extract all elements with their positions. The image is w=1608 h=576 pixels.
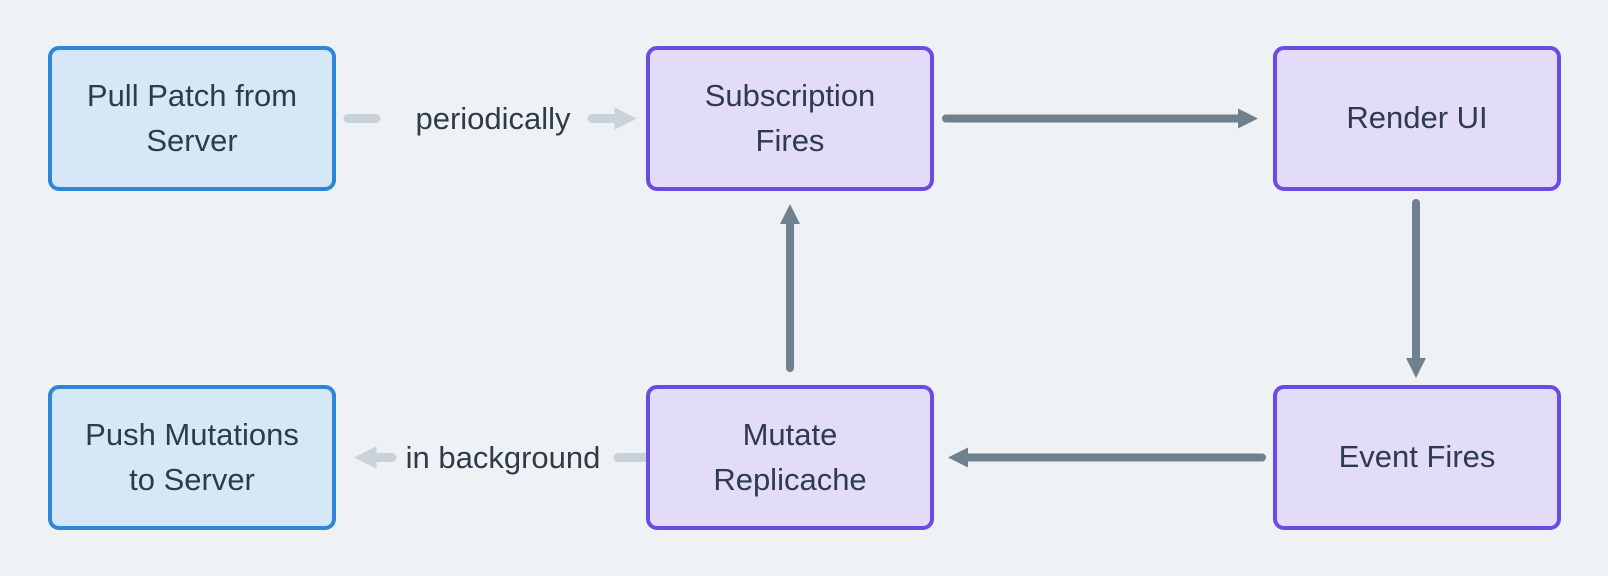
edge-label-periodically: periodically bbox=[415, 101, 571, 136]
node-label: Event Fires bbox=[1338, 439, 1496, 475]
node-event-fires: Event Fires bbox=[1273, 385, 1561, 530]
node-pull-patch-from-server: Pull Patch from Server bbox=[48, 46, 336, 191]
node-subscription-fires: Subscription Fires bbox=[646, 46, 934, 191]
node-label: Mutate Replicache bbox=[713, 416, 867, 497]
node-label: Push Mutations to Server bbox=[85, 416, 299, 497]
node-label: Render UI bbox=[1346, 100, 1488, 136]
edge-label-in-background: in background bbox=[405, 440, 601, 475]
node-label: Pull Patch from Server bbox=[86, 77, 298, 158]
node-render-ui: Render UI bbox=[1273, 46, 1561, 191]
node-label: Subscription Fires bbox=[704, 77, 876, 158]
node-mutate-replicache: Mutate Replicache bbox=[646, 385, 934, 530]
node-push-mutations-to-server: Push Mutations to Server bbox=[48, 385, 336, 530]
